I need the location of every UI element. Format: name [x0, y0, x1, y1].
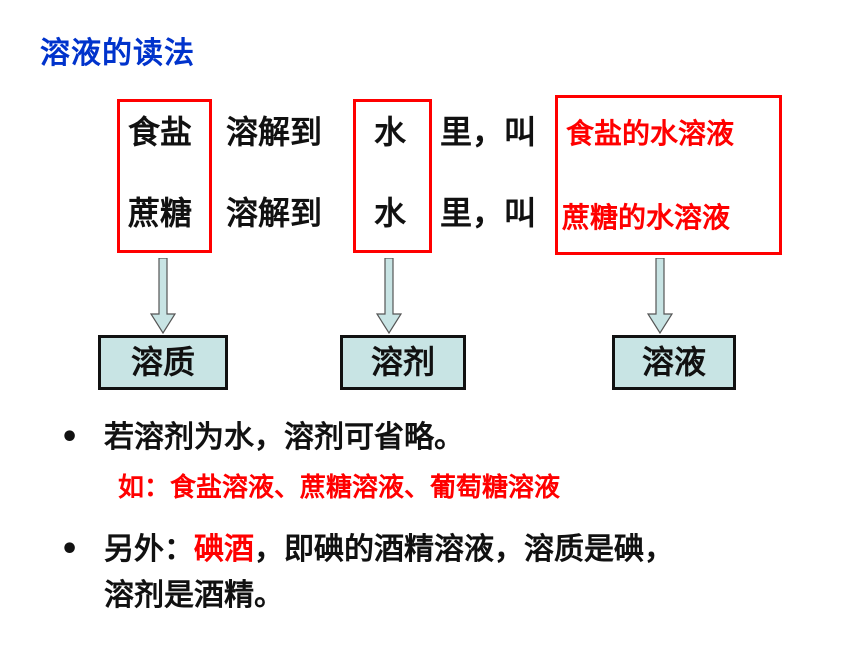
- row2-solution: 蔗糖的水溶液: [562, 201, 731, 234]
- bullet-second-rest: ，即碘的酒精溶液，溶质是碘，: [254, 532, 674, 567]
- solute-label: 溶质: [98, 335, 228, 390]
- arrow-down-icon: [647, 258, 673, 334]
- solution-frame: [555, 95, 782, 255]
- row1-tail: 里，叫: [440, 113, 537, 151]
- bullet-second-line2: 溶剂是酒精。: [104, 578, 284, 613]
- solvent-label: 溶剂: [340, 335, 466, 390]
- arrow-down-icon: [376, 258, 402, 334]
- example-line: 如：食盐溶液、蔗糖溶液、葡萄糖溶液: [118, 473, 561, 503]
- bullet-first: 若溶剂为水，溶剂可省略。: [104, 420, 464, 455]
- slide-title: 溶液的读法: [40, 36, 195, 71]
- bullet-marker: •: [60, 532, 80, 567]
- row2-verb: 溶解到: [226, 194, 323, 232]
- row1-solvent: 水: [374, 113, 407, 151]
- row2-solvent: 水: [374, 194, 407, 232]
- bullet-second-highlight: 碘酒: [194, 532, 254, 567]
- row1-solution: 食盐的水溶液: [566, 117, 735, 150]
- solute-frame: [117, 99, 212, 253]
- bullet-second: 另外：碘酒，即碘的酒精溶液，溶质是碘，: [104, 528, 674, 572]
- bullet-second-prefix: 另外：: [104, 532, 194, 567]
- solution-label: 溶液: [612, 335, 736, 390]
- row1-verb: 溶解到: [226, 113, 323, 151]
- row1-solute: 食盐: [128, 113, 193, 151]
- bullet-marker: •: [60, 420, 80, 455]
- row2-tail: 里，叫: [440, 194, 537, 232]
- solvent-frame: [353, 99, 432, 253]
- arrow-down-icon: [150, 258, 176, 334]
- row2-solute: 蔗糖: [128, 194, 193, 232]
